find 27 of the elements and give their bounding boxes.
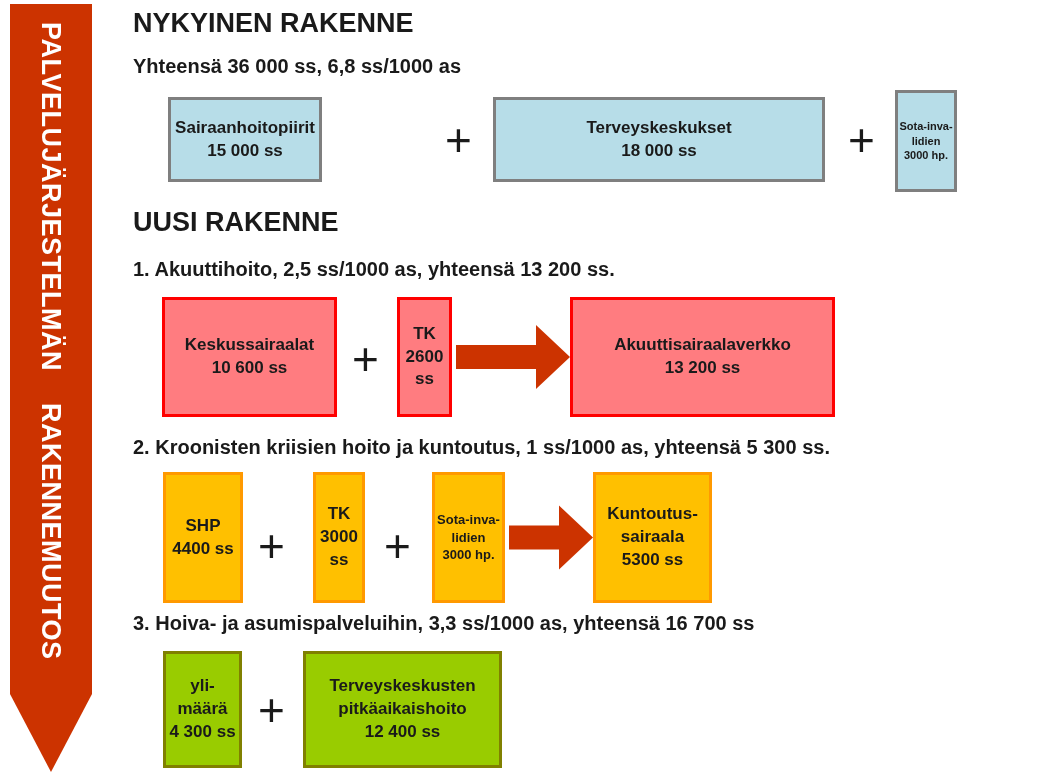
text-box: Keskussairaalat 10 600 ss [162, 297, 337, 417]
block-arrow [456, 325, 570, 389]
block-arrow [509, 505, 593, 570]
text-box: yli-määrä 4 300 ss [163, 651, 242, 768]
text-box: Terveyskeskusten pitkäaikaishoito 12 400 ss [303, 651, 502, 768]
text-box: Kuntoutus-sairaala 5300 ss [593, 472, 712, 603]
text-box: TK 3000 ss [313, 472, 365, 603]
plus-sign: + [258, 687, 285, 733]
text-box: Sota-inva-lidien 3000 hp. [432, 472, 505, 603]
subheading: Yhteensä 36 000 ss, 6,8 ss/1000 as [133, 55, 462, 78]
plus-sign: + [445, 117, 472, 163]
section-heading: NYKYINEN RAKENNE [133, 8, 414, 39]
text-box: Terveyskeskukset 18 000 ss [493, 97, 825, 182]
plus-sign: + [352, 336, 379, 382]
plus-sign: + [848, 117, 875, 163]
text-box: Sota-inva-lidien 3000 hp. [895, 90, 957, 192]
plus-sign: + [384, 523, 411, 569]
text-box: Akuuttisairaalaverkko 13 200 ss [570, 297, 835, 417]
section-heading: UUSI RAKENNE [133, 207, 339, 238]
text-box: TK 2600 ss [397, 297, 452, 417]
banner-text: PALVELUJÄRJESTELMÄN RAKENNEMUUTOS [35, 22, 68, 660]
text-box: Sairaanhoitopiirit 15 000 ss [168, 97, 322, 182]
subheading: 3. Hoiva- ja asumispalveluihin, 3,3 ss/1000 as, yhteensä 16 700 ss [133, 612, 755, 635]
subheading: 2. Kroonisten kriisien hoito ja kuntoutus, 1 ss/1000 as, yhteensä 5 300 ss. [133, 436, 830, 459]
text-box: SHP 4400 ss [163, 472, 243, 603]
subheading: 1. Akuuttihoito, 2,5 ss/1000 as, yhteensä 13 200 ss. [133, 258, 615, 281]
plus-sign: + [258, 523, 285, 569]
